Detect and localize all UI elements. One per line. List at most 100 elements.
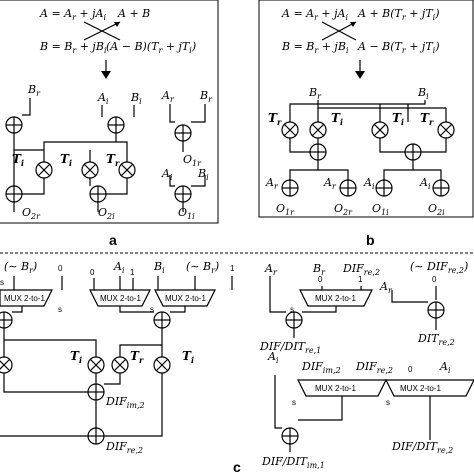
cross-line xyxy=(83,21,121,41)
input-label: Ar xyxy=(264,262,278,277)
twiddle-label: Tr xyxy=(130,349,144,365)
svg-text:MUX 2-to-1: MUX 2-to-1 xyxy=(165,294,206,303)
const-label: 0 xyxy=(58,264,63,273)
panel-a: A = Ar + jAi A + B B = Br + jBi (A − B)(… xyxy=(0,0,219,224)
input-label: Ar xyxy=(161,89,175,104)
output-label: O1i xyxy=(178,206,195,221)
wire xyxy=(104,373,163,437)
multiplier xyxy=(87,356,105,374)
multiplier xyxy=(35,161,53,179)
multiplier xyxy=(437,121,455,139)
svg-text:MUX 2-to-1: MUX 2-to-1 xyxy=(400,384,441,393)
input-label: Bi xyxy=(130,91,142,106)
svg-text:MUX 2-to-1: MUX 2-to-1 xyxy=(4,294,45,303)
input-label: Ar xyxy=(323,176,337,191)
mux: MUX 2-to-1 xyxy=(299,289,373,307)
const-label: 0 xyxy=(408,365,413,374)
wire xyxy=(106,178,128,195)
twiddle-label: Ti xyxy=(60,152,72,168)
input-label: Ai xyxy=(267,350,279,365)
panel-a-eq1: A = Ar + jAi xyxy=(39,7,107,22)
panel-c-label: c xyxy=(233,459,241,474)
adder xyxy=(375,179,393,197)
twiddle-label: Tr xyxy=(420,111,434,127)
output-label: O2r xyxy=(334,202,353,217)
twiddle-label: Tr xyxy=(106,152,120,168)
adder xyxy=(5,185,23,203)
adder xyxy=(281,427,299,445)
twiddle-label: Ti xyxy=(392,111,404,127)
panel-a-frame xyxy=(0,0,219,224)
input-label: DIFim,2 xyxy=(301,360,341,375)
wire xyxy=(3,373,88,393)
adder xyxy=(174,185,192,203)
adder xyxy=(174,124,192,142)
panel-b-eq2-out: A − B(Tr + jTi) xyxy=(357,40,440,55)
wire xyxy=(391,290,428,303)
adder xyxy=(339,179,357,197)
multiplier xyxy=(371,121,389,139)
cross-line xyxy=(321,21,357,41)
sel-label: s xyxy=(150,305,154,314)
sel-label: s xyxy=(0,278,4,287)
wire xyxy=(43,133,117,162)
panel-b-eq1: A = Ar + jAi xyxy=(281,7,349,22)
svg-text:MUX 2-to-1: MUX 2-to-1 xyxy=(315,384,356,393)
adder xyxy=(5,116,23,134)
wire xyxy=(169,104,175,123)
const-label: 0 xyxy=(318,275,323,284)
output-label: DITre,2 xyxy=(417,332,455,347)
const-label: 1 xyxy=(130,268,135,277)
multiplier xyxy=(309,121,327,139)
panel-a-eq1-out: A + B xyxy=(117,7,150,20)
input-label: Ai xyxy=(97,91,109,106)
wire xyxy=(289,160,319,180)
sel-label: s xyxy=(290,305,294,314)
wire xyxy=(383,160,414,180)
svg-text:MUX 2-to-1: MUX 2-to-1 xyxy=(100,294,141,303)
adder xyxy=(432,179,450,197)
multiplier xyxy=(153,356,171,374)
input-label: Br xyxy=(199,89,213,104)
wire xyxy=(274,375,282,429)
svg-text:MUX 2-to-1: MUX 2-to-1 xyxy=(315,294,356,303)
wire xyxy=(119,344,162,357)
wire xyxy=(191,175,206,187)
const-label: 0 xyxy=(90,268,95,277)
wire xyxy=(4,339,97,357)
wire xyxy=(289,100,426,122)
arrow-head xyxy=(350,22,356,27)
multiplier xyxy=(281,121,299,139)
wire xyxy=(12,306,23,313)
adder xyxy=(427,301,445,319)
const-label: 1 xyxy=(230,264,235,273)
adder xyxy=(285,311,303,329)
sel-label: s xyxy=(58,305,62,314)
adder xyxy=(87,383,105,401)
wire xyxy=(191,104,206,123)
output-label: DIFre,2 xyxy=(105,440,143,455)
sel-label: s xyxy=(292,398,296,407)
wire xyxy=(413,169,442,180)
panel-a-eq2: B = Br + jBi xyxy=(39,40,107,55)
mux: MUX 2-to-1 xyxy=(154,289,216,307)
wire xyxy=(289,138,311,153)
input-label: Ai xyxy=(363,176,375,191)
output-label: O1r xyxy=(183,153,202,168)
input-label: Bi xyxy=(153,260,165,275)
multiplier xyxy=(111,356,129,374)
adder xyxy=(89,185,107,203)
panel-a-eq2-out: (A − B)(Tr + jTi) xyxy=(106,40,196,55)
const-label: 0 xyxy=(432,275,437,284)
wire xyxy=(22,98,31,116)
wire xyxy=(302,306,337,313)
wire xyxy=(13,133,44,151)
input-label: Ar xyxy=(265,176,279,191)
input-label: DIFre,2 xyxy=(355,360,393,375)
twiddle-label: Ti xyxy=(12,152,24,168)
input-label: Bi xyxy=(417,86,429,101)
wire xyxy=(379,138,405,153)
mux: MUX 2-to-1 xyxy=(297,379,387,397)
sel-label: s xyxy=(386,398,390,407)
